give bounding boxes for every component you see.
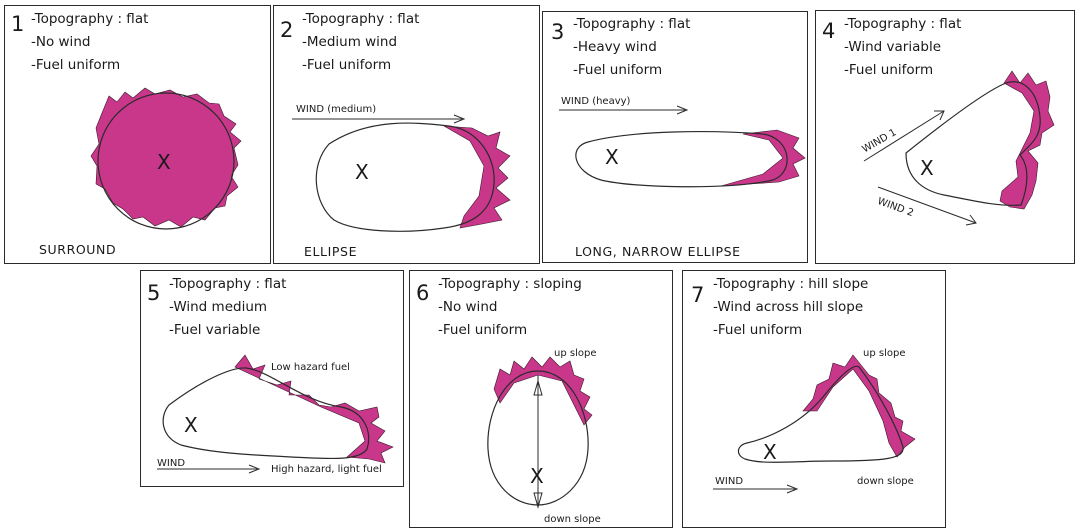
ignition-mark: X — [605, 145, 619, 169]
fire-shape-diagram: X — [410, 271, 674, 529]
wind-1-arrow — [864, 111, 944, 161]
ignition-mark: X — [530, 464, 544, 488]
panel-4: 4 -Topography : flat -Wind variable -Fue… — [815, 10, 1075, 264]
ignition-mark: X — [763, 440, 777, 464]
wind-arrow — [157, 465, 259, 473]
fire-shape-diagram: X — [5, 6, 272, 265]
fire-shape-diagram: X — [683, 271, 947, 529]
wind-arrow — [713, 485, 797, 493]
panel-3: 3 -Topography : flat -Heavy wind -Fuel u… — [542, 11, 808, 263]
ignition-mark: X — [355, 160, 369, 184]
fire-shape-diagram: X — [543, 12, 809, 264]
fire-front — [803, 355, 915, 457]
shape-caption: SURROUND — [39, 242, 116, 257]
fire-front — [494, 357, 592, 425]
fire-shape-diagram: X — [274, 6, 541, 265]
panel-5: 5 -Topography : flat -Wind medium -Fuel … — [140, 270, 404, 487]
shape-caption: LONG, NARROW ELLIPSE — [575, 244, 741, 259]
fire-shape-diagram: X — [141, 271, 405, 488]
fire-shape-diagram: X — [816, 11, 1076, 265]
ignition-mark: X — [157, 150, 171, 174]
wind-arrow — [559, 106, 687, 114]
ignition-mark: X — [920, 156, 934, 180]
panel-7: 7 -Topography : hill slope -Wind across … — [682, 270, 946, 528]
fire-front — [721, 130, 805, 186]
wind-2-arrow — [878, 187, 976, 225]
fire-front — [444, 126, 510, 228]
fire-front — [1000, 71, 1054, 209]
panel-6: 6 -Topography : sloping -No wind -Fuel u… — [409, 270, 673, 528]
wind-arrow — [292, 115, 464, 123]
panel-2: 2 -Topography : flat -Medium wind -Fuel … — [273, 5, 540, 264]
shape-caption: ELLIPSE — [304, 244, 357, 259]
ignition-mark: X — [184, 413, 198, 437]
panel-1: 1 -Topography : flat -No wind -Fuel unif… — [4, 5, 271, 264]
